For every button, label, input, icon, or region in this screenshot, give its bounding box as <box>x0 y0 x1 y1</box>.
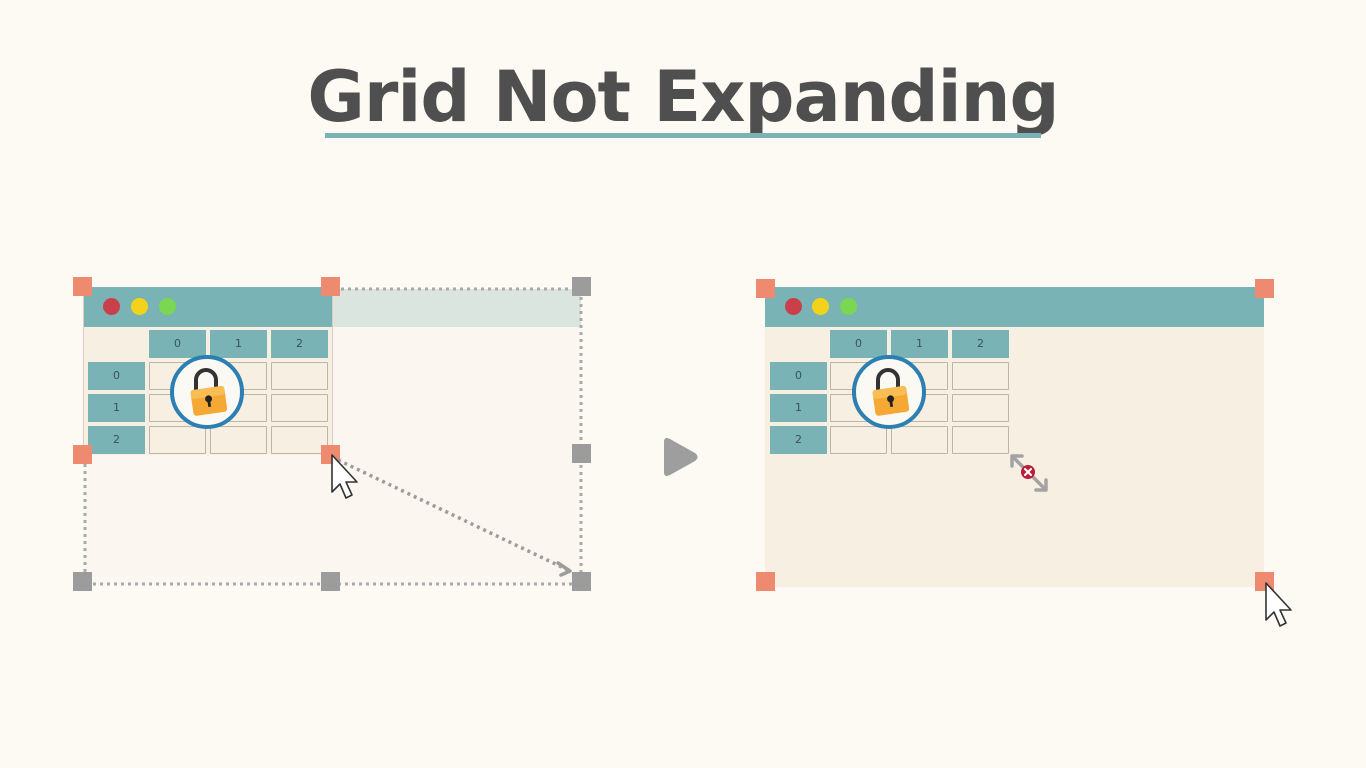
row-header: 2 <box>88 426 145 454</box>
grid-cell <box>149 426 206 454</box>
page-title: Grid Not Expanding <box>307 56 1059 138</box>
grid-cell <box>952 426 1009 454</box>
grid-cell <box>210 426 267 454</box>
padlock-icon <box>872 368 910 416</box>
resize-handle-top-right[interactable] <box>321 277 340 296</box>
row-header: 1 <box>88 394 145 422</box>
title-underline <box>325 133 1041 138</box>
row-header: 0 <box>770 362 827 390</box>
resize-handle-bottom-left[interactable] <box>756 572 775 591</box>
row-header: 0 <box>88 362 145 390</box>
ghost-handle-middle-right <box>572 444 591 463</box>
maximize-dot-icon <box>840 298 857 315</box>
grid-cell <box>891 426 948 454</box>
minimize-dot-icon <box>131 298 148 315</box>
grid-cell <box>271 394 328 422</box>
resize-preview-titlebar <box>331 289 581 327</box>
mouse-cursor-icon <box>1265 582 1292 627</box>
resize-handle-top-left[interactable] <box>73 277 92 296</box>
grid-cell <box>271 426 328 454</box>
resize-handle-bottom-left[interactable] <box>73 445 92 464</box>
column-header: 0 <box>149 330 206 358</box>
column-header: 1 <box>891 330 948 358</box>
mouse-cursor-icon <box>331 454 358 499</box>
grid-cell <box>952 394 1009 422</box>
close-dot-icon <box>785 298 802 315</box>
play-arrow-icon <box>664 438 698 476</box>
maximize-dot-icon <box>159 298 176 315</box>
resize-handle-top-right[interactable] <box>1255 279 1274 298</box>
column-header: 2 <box>952 330 1009 358</box>
window-titlebar <box>84 287 332 327</box>
grid-cell <box>952 362 1009 390</box>
blocked-resize-icon <box>1010 454 1048 492</box>
resize-handle-top-left[interactable] <box>756 279 775 298</box>
column-header: 2 <box>271 330 328 358</box>
padlock-icon <box>190 368 228 416</box>
after-window: 0 1 2 0 1 2 <box>765 287 1264 587</box>
column-header: 0 <box>830 330 887 358</box>
ghost-handle-bottom-middle <box>321 572 340 591</box>
grid-cell <box>830 426 887 454</box>
column-header: 1 <box>210 330 267 358</box>
ghost-handle-bottom-left <box>73 572 92 591</box>
ghost-handle-top-right <box>572 277 591 296</box>
window-titlebar <box>765 287 1264 327</box>
minimize-dot-icon <box>812 298 829 315</box>
row-header: 1 <box>770 394 827 422</box>
close-dot-icon <box>103 298 120 315</box>
row-header: 2 <box>770 426 827 454</box>
grid-cell <box>271 362 328 390</box>
ghost-handle-bottom-right <box>572 572 591 591</box>
